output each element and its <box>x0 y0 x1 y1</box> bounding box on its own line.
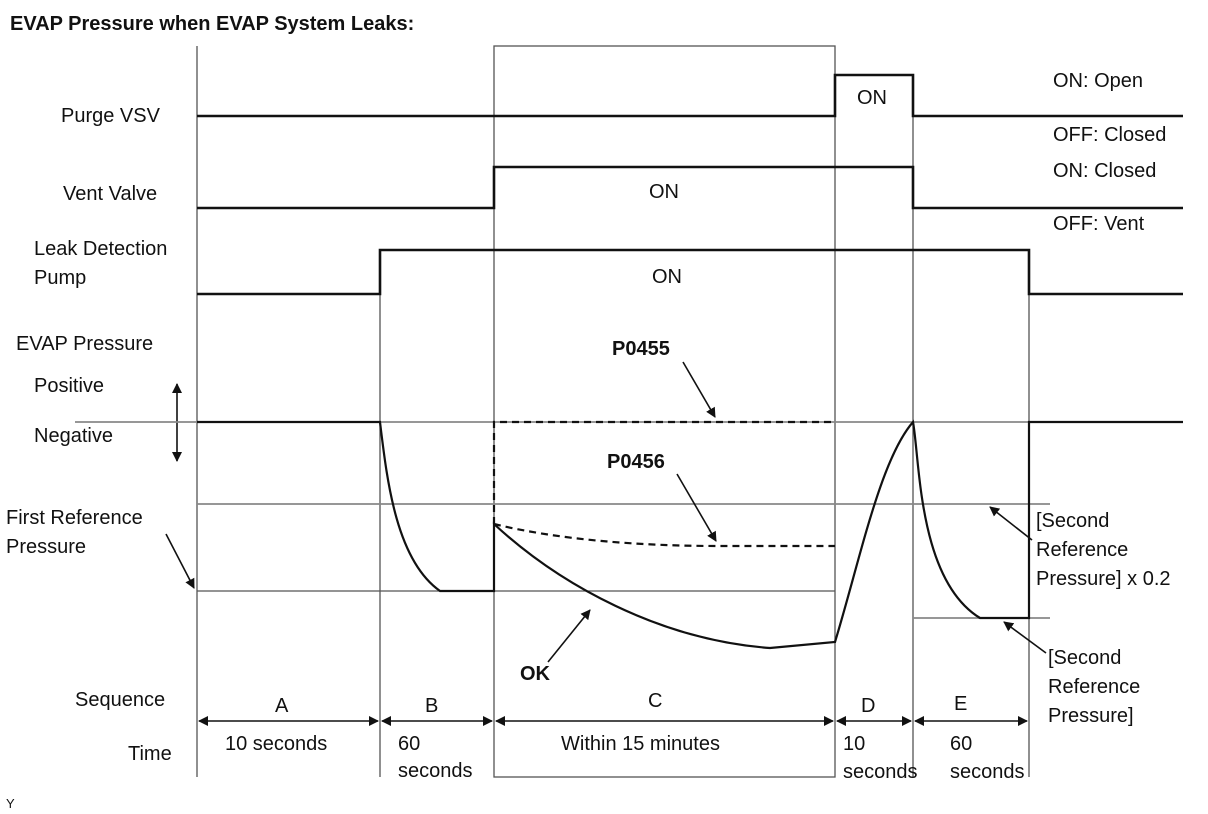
phase-a-label: A <box>275 695 289 717</box>
second-ref-x02-arrow <box>989 506 1033 541</box>
second-ref-x02-label-1: [Second <box>1036 510 1109 532</box>
pump-on-text: ON <box>652 266 682 288</box>
first-ref-arrow <box>165 533 195 589</box>
second-ref-x02-label-3: Pressure] x 0.2 <box>1036 568 1171 590</box>
leak-pump-label-1: Leak Detection <box>34 238 167 260</box>
phase-b-label: B <box>425 695 438 717</box>
negative-label: Negative <box>34 425 113 447</box>
ok-label: OK <box>520 663 551 685</box>
diagram-title: EVAP Pressure when EVAP System Leaks: <box>10 13 414 35</box>
evap-pressure-ok-curve <box>197 419 1183 650</box>
first-ref-label-1: First Reference <box>6 507 143 529</box>
positive-label: Positive <box>34 375 104 397</box>
second-ref-arrow <box>1003 621 1047 654</box>
phase-d-time-1: 10 <box>843 733 865 755</box>
p0455-label: P0455 <box>612 338 670 360</box>
phase-c-frame <box>493 45 836 778</box>
phase-c-label: C <box>648 690 662 712</box>
purge-on-state: ON: Open <box>1053 70 1143 92</box>
p0455-arrow <box>682 361 716 418</box>
vent-valve-signal <box>197 165 1183 210</box>
time-label: Time <box>128 743 172 765</box>
first-ref-label-2: Pressure <box>6 536 86 558</box>
p0456-label: P0456 <box>607 451 665 473</box>
phase-d-label: D <box>861 695 875 717</box>
purge-vsv-label: Purge VSV <box>61 105 161 127</box>
leak-pump-signal <box>197 248 1183 296</box>
vent-on-state: ON: Closed <box>1053 160 1156 182</box>
purge-vsv-signal <box>197 73 1183 118</box>
evap-pressure-label: EVAP Pressure <box>16 333 153 355</box>
p0456-dashed-curve <box>493 522 835 548</box>
purge-on-text: ON <box>857 87 887 109</box>
p0456-arrow <box>676 473 717 542</box>
ok-arrow <box>547 609 591 663</box>
vent-off-state: OFF: Vent <box>1053 213 1145 235</box>
phase-d-time-2: seconds <box>843 761 918 783</box>
phase-b-time-2: seconds <box>398 760 473 782</box>
vent-on-text: ON <box>649 181 679 203</box>
leak-pump-label-2: Pump <box>34 267 86 289</box>
sequence-label: Sequence <box>75 689 165 711</box>
phase-c-time: Within 15 minutes <box>561 733 720 755</box>
phase-b-time-1: 60 <box>398 733 420 755</box>
second-ref-label-1: [Second <box>1048 647 1121 669</box>
vent-valve-label: Vent Valve <box>63 183 157 205</box>
phase-e-time-1: 60 <box>950 733 972 755</box>
second-ref-label-3: Pressure] <box>1048 705 1134 727</box>
p0455-dashed-curve <box>492 420 835 524</box>
purge-off-state: OFF: Closed <box>1053 124 1166 146</box>
second-ref-x02-label-2: Reference <box>1036 539 1128 561</box>
phase-e-label: E <box>954 693 967 715</box>
phase-a-time: 10 seconds <box>225 733 327 755</box>
footer-mark: Y <box>6 796 15 811</box>
phase-e-time-2: seconds <box>950 761 1025 783</box>
second-ref-label-2: Reference <box>1048 676 1140 698</box>
